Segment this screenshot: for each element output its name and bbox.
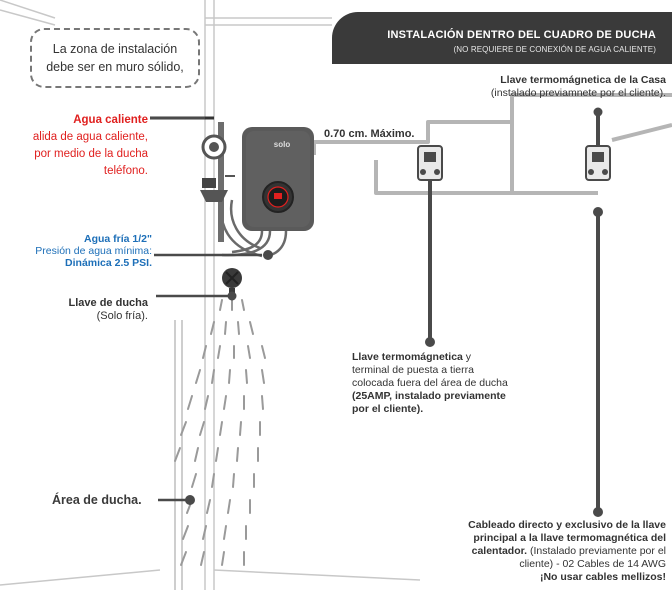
heater-breaker-line2: terminal de puesta a tierra (352, 364, 474, 376)
house-breaker-line1: (instalado previamnete por el cliente). (490, 87, 666, 99)
heater-breaker-line3: colocada fuera del área de ducha (352, 377, 508, 389)
hot-water-line1: alida de agua caliente, (32, 131, 148, 143)
heater-breaker-line4: (25AMP, instalado previamente (352, 390, 506, 402)
wiring-line2: principal a la llave termomagnética del (473, 532, 666, 544)
cold-water-label: Agua fría 1/2" Presión de agua mínima: D… (0, 233, 152, 269)
wiring-line1: Cableado directo y exclusivo de la llave (468, 519, 666, 531)
distance-label: 0.70 cm. Máximo. (324, 128, 415, 140)
heater-brand-label: solo (273, 140, 291, 149)
hot-water-line3: teléfono. (103, 165, 148, 177)
shower-area-label: Área de ducha. (52, 493, 142, 507)
wiring-line5: ¡No usar cables mellizos! (539, 571, 666, 583)
shower-valve-line1: (Solo fría). (96, 310, 148, 322)
heater-breaker-title: Llave termomágnetica (352, 351, 463, 363)
cold-water-line2: Dinámica 2.5 PSI. (65, 257, 152, 269)
wall-note-line1: La zona de instalación (52, 42, 178, 56)
wiring-line4: cliente) - 02 Cables de 14 AWG (519, 558, 666, 570)
electric-wiring (312, 93, 672, 195)
house-breaker-label: Llave termomágnetica de la Casa (instala… (430, 74, 666, 100)
shower-assembly (150, 116, 235, 242)
house-breaker-title: Llave termomágnetica de la Casa (500, 74, 666, 86)
leader-lines (150, 116, 262, 502)
heater-breaker-title-rest: y (462, 351, 472, 363)
shower-valve-label: Llave de ducha (Solo fría). (30, 297, 148, 323)
shower-area-outline (174, 320, 183, 590)
wiring-line3-bold: calentador. (471, 545, 528, 557)
cold-water-title: Agua fría 1/2" (84, 233, 152, 245)
water-spray (174, 299, 266, 566)
banner-subtitle: (NO REQUIERE DE CONEXIÓN DE AGUA CALIENT… (453, 45, 656, 54)
heater-breaker-line5: por el cliente). (352, 403, 424, 415)
wall-note-line2: debe ser en muro sólido, (46, 60, 184, 74)
house-breaker (585, 107, 611, 517)
water-heater (242, 127, 314, 231)
heater-breaker (417, 145, 443, 347)
banner-title: INSTALACIÓN DENTRO DEL CUADRO DE DUCHA (387, 29, 656, 41)
hot-water-line2: por medio de la ducha (34, 148, 148, 160)
hot-water-title: Agua caliente (73, 114, 148, 126)
cold-water-line1: Presión de agua mínima: (35, 245, 152, 257)
hot-water-label: Agua caliente alida de agua caliente, po… (30, 112, 148, 180)
wall-note-box: La zona de instalación debe ser en muro … (30, 28, 200, 88)
area-dot (185, 495, 195, 505)
wiring-line3-rest: (Instalado previamente por el (527, 545, 666, 557)
header-banner: INSTALACIÓN DENTRO DEL CUADRO DE DUCHA (… (332, 12, 672, 64)
cold-water-dot (263, 250, 273, 260)
shower-valve-title: Llave de ducha (68, 297, 148, 309)
wiring-note: Cableado directo y exclusivo de la llave… (420, 519, 666, 584)
valve-dot (227, 291, 237, 301)
heater-breaker-note: Llave termomágnetica y terminal de puest… (352, 351, 582, 416)
